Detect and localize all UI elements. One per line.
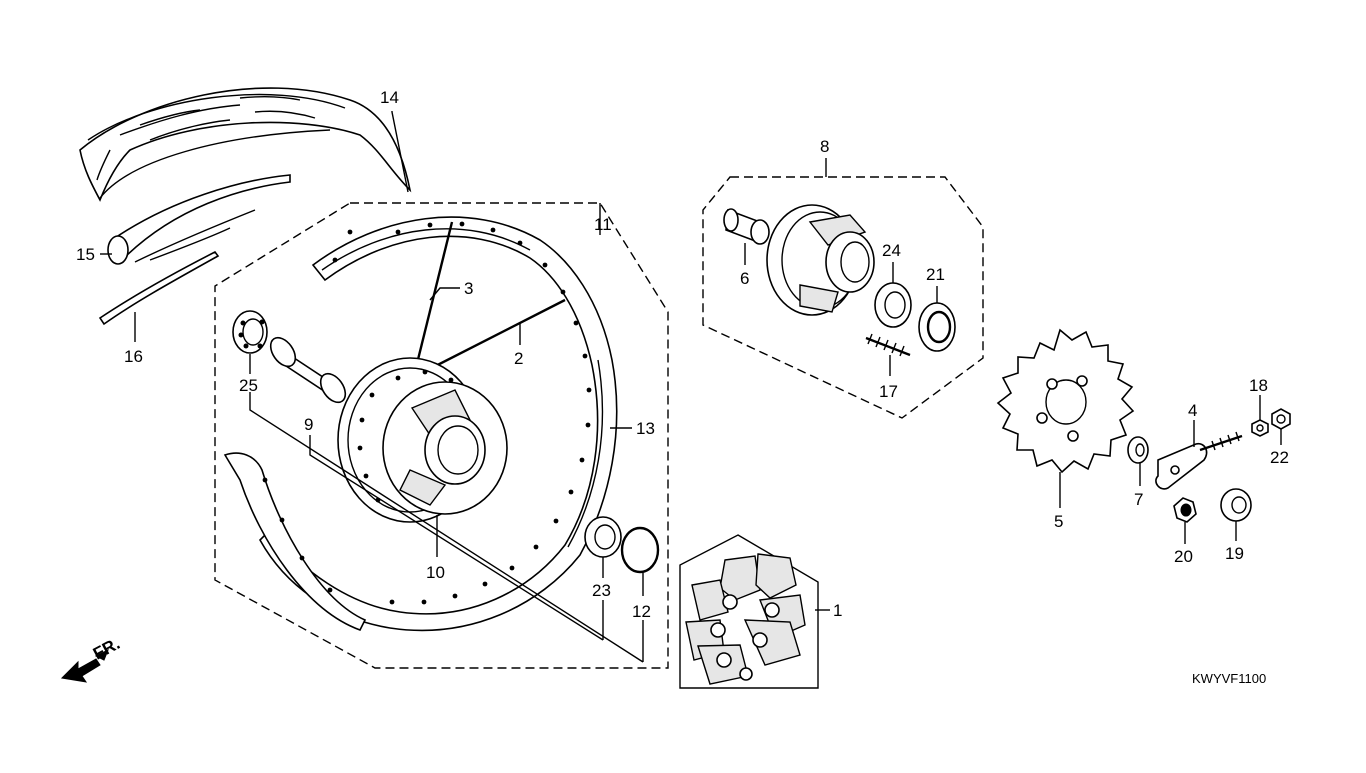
nut-22 — [1271, 408, 1291, 430]
leader-lines — [100, 111, 1282, 663]
final-driven-flange — [766, 204, 875, 316]
inner-tube — [107, 174, 291, 265]
callout-22: 22 — [1270, 448, 1289, 467]
callout-4: 4 — [1188, 401, 1197, 420]
front-direction-arrow-icon — [60, 648, 109, 683]
callout-19: 19 — [1225, 544, 1244, 563]
callout-5: 5 — [1054, 512, 1063, 531]
flange-bearing — [874, 282, 912, 328]
nut-18 — [1251, 419, 1269, 437]
callout-20: 20 — [1174, 547, 1193, 566]
hub-spacer — [269, 336, 347, 404]
callout-10: 10 — [426, 563, 445, 582]
callout-7: 7 — [1134, 490, 1143, 509]
rim — [259, 216, 618, 632]
callout-15: 15 — [76, 245, 95, 264]
callout-18: 18 — [1249, 376, 1268, 395]
callout-16: 16 — [124, 347, 143, 366]
flange-collar — [723, 208, 770, 245]
callout-12: 12 — [632, 602, 651, 621]
callout-3: 3 — [464, 279, 473, 298]
callout-2: 2 — [514, 349, 523, 368]
stud-bolt — [865, 333, 911, 357]
rim-section — [223, 452, 367, 631]
callout-21: 21 — [926, 265, 945, 284]
tire — [79, 87, 412, 202]
dust-seal — [918, 302, 956, 352]
callout-9: 9 — [304, 415, 313, 434]
callout-6: 6 — [740, 269, 749, 288]
callout-1: 1 — [833, 601, 842, 620]
final-driven-sprocket — [996, 328, 1135, 474]
rim-spoke-holes — [262, 221, 592, 605]
drive-chain-adjuster-collar — [1127, 436, 1149, 464]
radial-ball-bearing-left — [232, 310, 268, 354]
o-ring — [620, 526, 660, 574]
callout-24: 24 — [882, 241, 901, 260]
rear-hub — [337, 357, 508, 523]
wheel-dampers — [685, 553, 806, 685]
rim-band — [98, 250, 220, 326]
wheel-assembly-group-outline — [214, 202, 669, 669]
nut-19 — [1220, 488, 1252, 522]
diagram-code: KWYVF1100 — [1192, 671, 1266, 686]
callout-8: 8 — [820, 137, 829, 156]
radial-ball-bearing-right — [584, 516, 622, 558]
chain-adjuster — [1155, 431, 1243, 490]
damper-group-outline — [679, 534, 819, 689]
nut-20 — [1173, 497, 1197, 523]
callout-25: 25 — [239, 376, 258, 395]
callout-11: 11 — [594, 215, 612, 234]
callout-14: 14 — [380, 88, 399, 107]
callout-17: 17 — [879, 382, 898, 401]
callout-13: 13 — [636, 419, 655, 438]
callout-23: 23 — [592, 581, 611, 600]
hub-assembly-group-outline — [702, 176, 984, 419]
